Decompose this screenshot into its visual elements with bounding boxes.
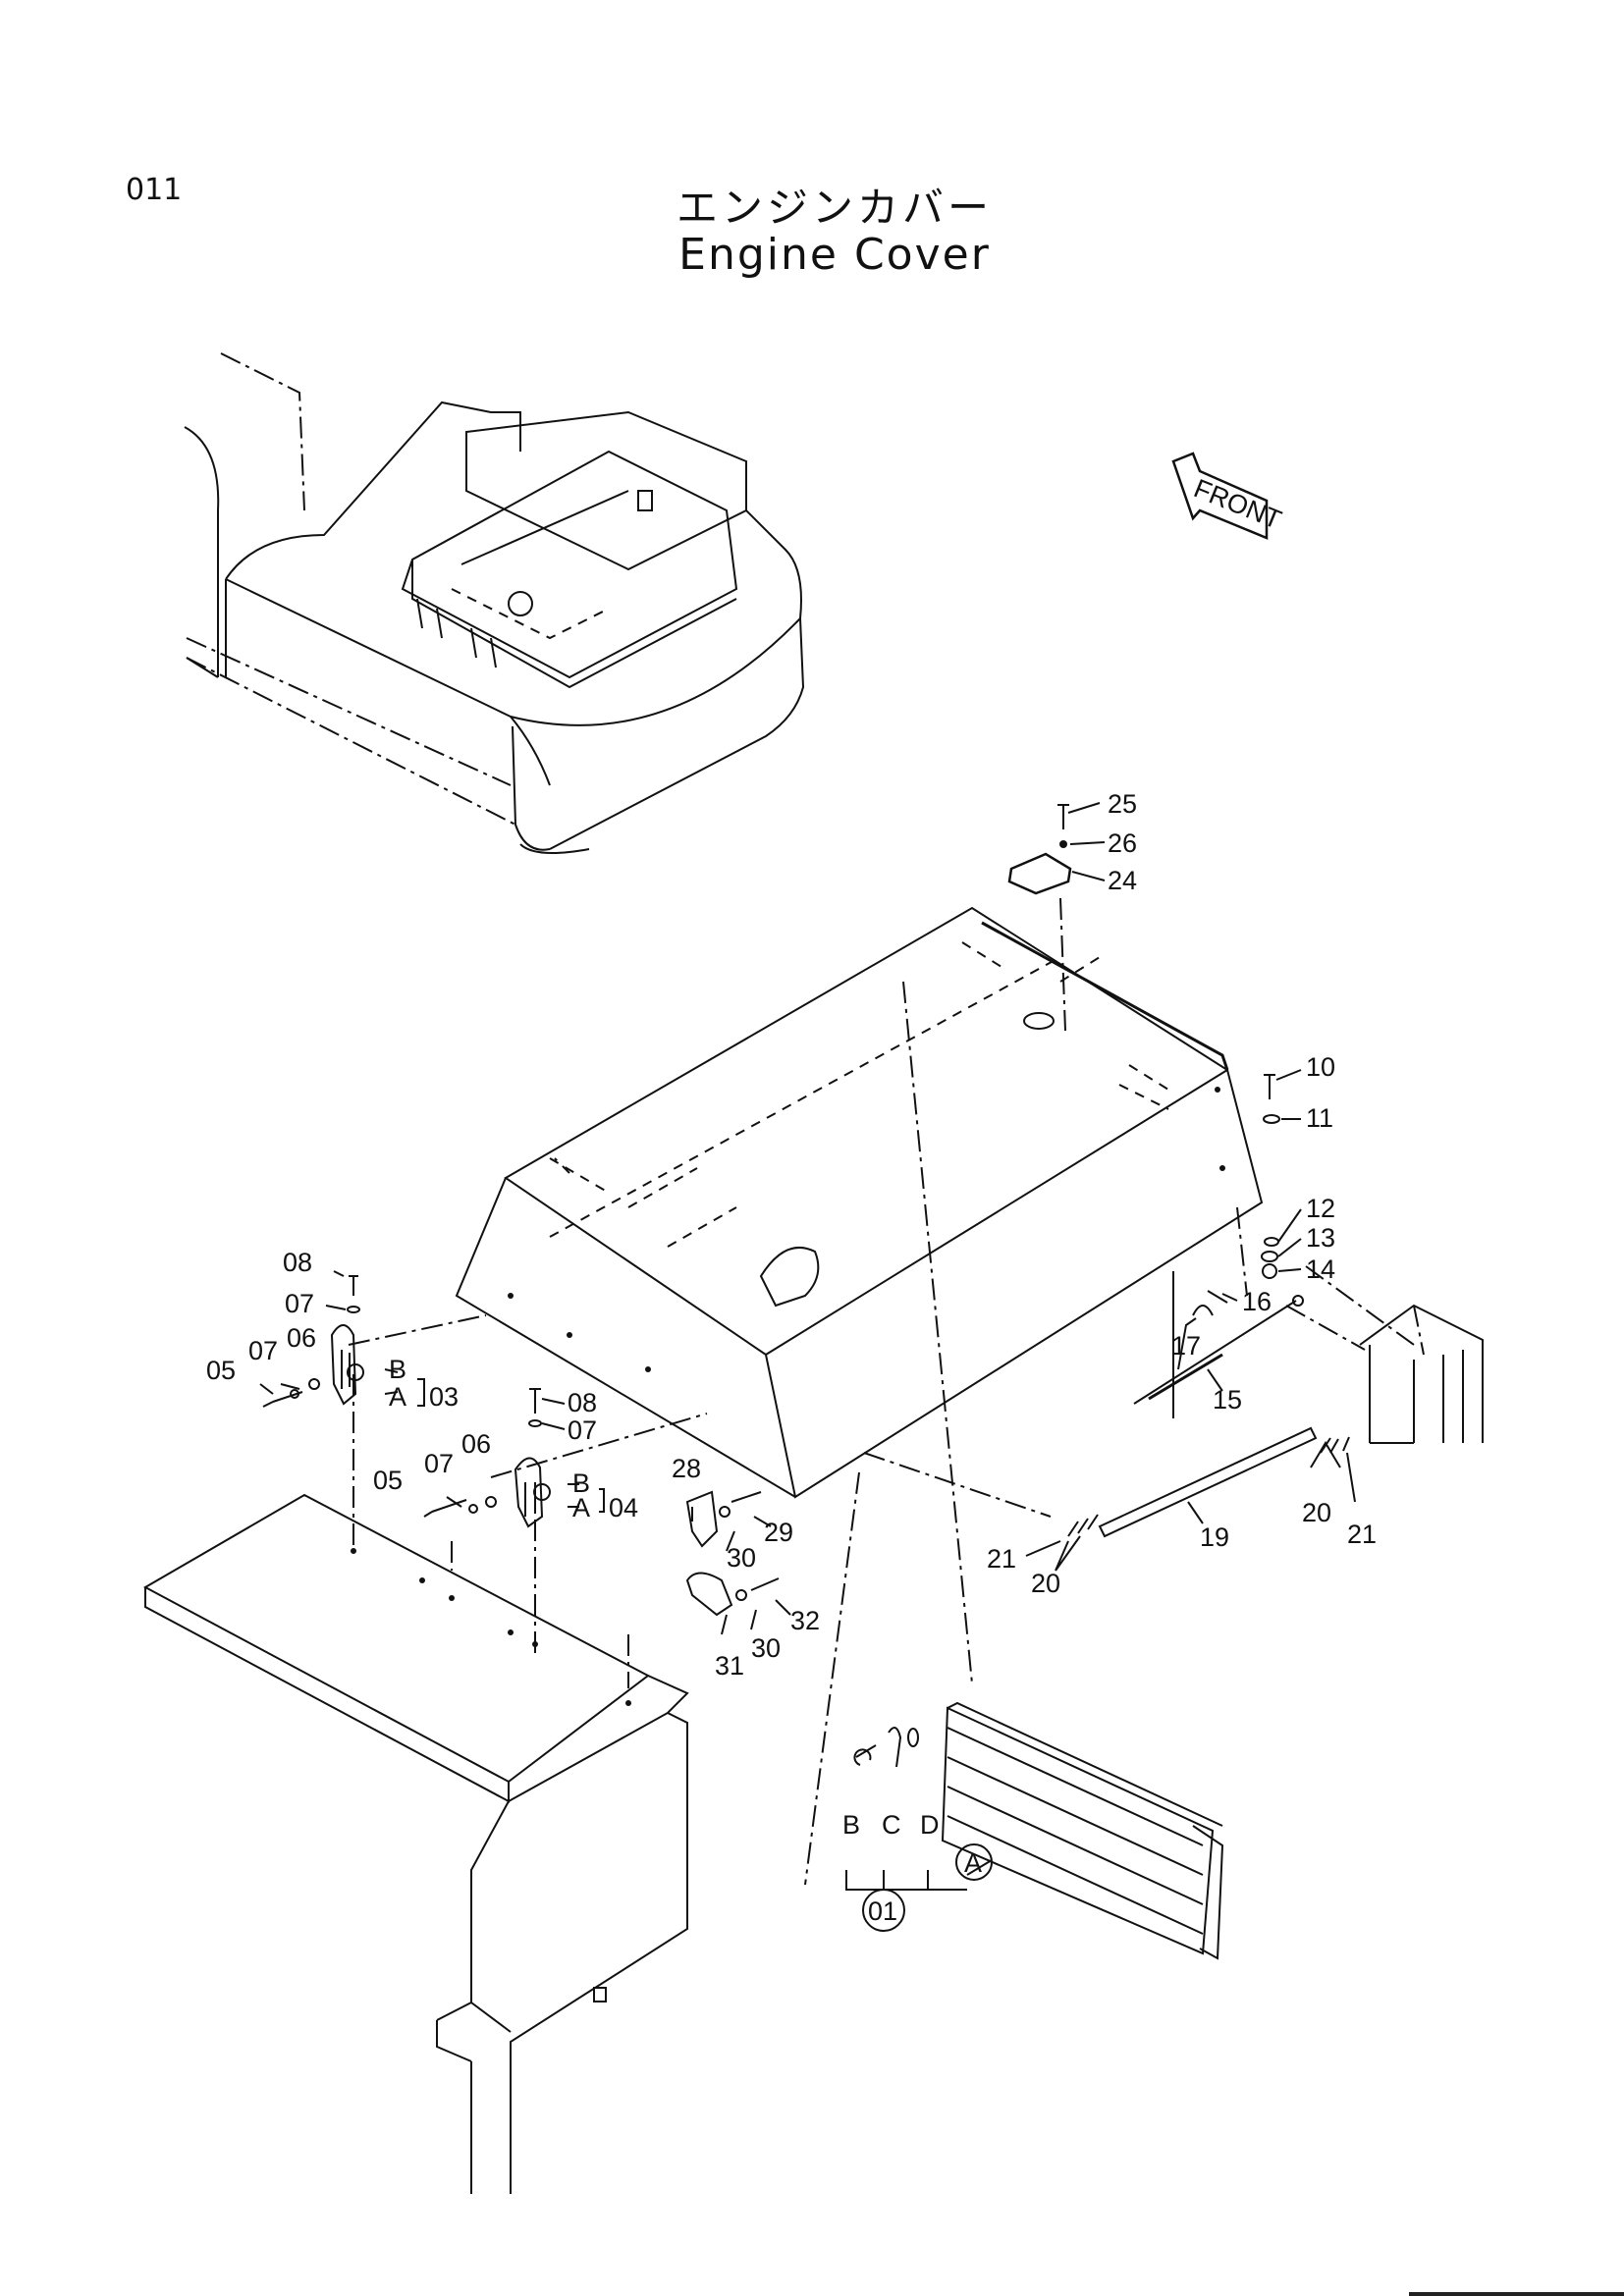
- callout-07-left: 07: [248, 1336, 278, 1365]
- callout-20-right: 20: [1302, 1498, 1331, 1527]
- callout-21-left: 21: [987, 1544, 1016, 1574]
- callout-31: 31: [715, 1651, 744, 1681]
- callout-06-upper: 06: [287, 1323, 316, 1353]
- callout-01: 01: [868, 1896, 897, 1926]
- page-code: 011: [126, 173, 183, 207]
- side-grille-detail: [845, 1701, 1224, 1960]
- rear-bracket: [1359, 1304, 1484, 1444]
- engine-cover-panel: [455, 906, 1264, 1499]
- lock-bracket-parts: [685, 1490, 780, 1617]
- footer-rule-1: [1409, 2292, 1492, 2296]
- callout-12: 12: [1306, 1194, 1335, 1223]
- callout-labels: 25 26 24 10 11 12 13 14 16 17 15 19 20 2…: [206, 789, 1377, 1840]
- callout-25: 25: [1108, 789, 1137, 819]
- callout-10: 10: [1306, 1052, 1335, 1082]
- callout-04: 04: [609, 1493, 638, 1522]
- callout-21-right: 21: [1347, 1520, 1377, 1549]
- circled-callout-01: 01: [862, 1889, 905, 1932]
- callout-b-04: B: [572, 1468, 590, 1498]
- callout-sub-c: C: [882, 1810, 901, 1840]
- callout-20-left: 20: [1031, 1569, 1060, 1598]
- callout-sub-d: D: [920, 1810, 940, 1840]
- callout-07-upper: 07: [285, 1289, 314, 1318]
- callout-28: 28: [672, 1454, 701, 1483]
- callout-03: 03: [429, 1382, 459, 1412]
- callout-26: 26: [1108, 828, 1137, 858]
- support-hardware: [1007, 804, 1350, 1538]
- callout-13: 13: [1306, 1223, 1335, 1253]
- floor-plate: [142, 1493, 689, 2194]
- callout-32: 32: [790, 1606, 820, 1635]
- callout-24: 24: [1108, 866, 1137, 895]
- callout-a-03: A: [389, 1382, 406, 1412]
- callout-16: 16: [1242, 1287, 1272, 1316]
- callout-14: 14: [1306, 1255, 1335, 1284]
- callout-07-lower-left: 07: [424, 1449, 454, 1478]
- callout-30-upper: 30: [727, 1543, 756, 1573]
- callout-08-lower: 08: [568, 1388, 597, 1417]
- circled-callout-a: A: [955, 1843, 993, 1881]
- machine-overview: [184, 352, 805, 854]
- callout-06-lower: 06: [461, 1429, 491, 1459]
- leader-lines: [259, 802, 1356, 1876]
- callout-17: 17: [1171, 1331, 1201, 1361]
- callout-b-03: B: [389, 1355, 406, 1384]
- callout-19: 19: [1200, 1522, 1229, 1552]
- callout-a-04: A: [572, 1493, 590, 1522]
- callout-07-lower: 07: [568, 1415, 597, 1445]
- callout-30-lower: 30: [751, 1633, 781, 1663]
- footer-rule-2: [1492, 2292, 1624, 2296]
- callout-08-upper: 08: [283, 1248, 312, 1277]
- callout-05-upper: 05: [206, 1356, 236, 1385]
- latch-assembly-04: [423, 1388, 551, 1528]
- callout-15: 15: [1213, 1385, 1242, 1415]
- front-direction-arrow: FRONT: [1171, 452, 1285, 540]
- callout-05-lower: 05: [373, 1466, 403, 1495]
- projection-lines: [348, 897, 1425, 1886]
- page-title-english: Engine Cover: [678, 230, 991, 280]
- latch-assembly-03: [262, 1275, 364, 1408]
- page-title-japanese: エンジンカバー: [676, 184, 993, 232]
- detail-a-label: A: [964, 1848, 982, 1878]
- callout-29: 29: [764, 1518, 793, 1547]
- callout-11: 11: [1306, 1103, 1333, 1133]
- callout-sub-b: B: [842, 1810, 860, 1840]
